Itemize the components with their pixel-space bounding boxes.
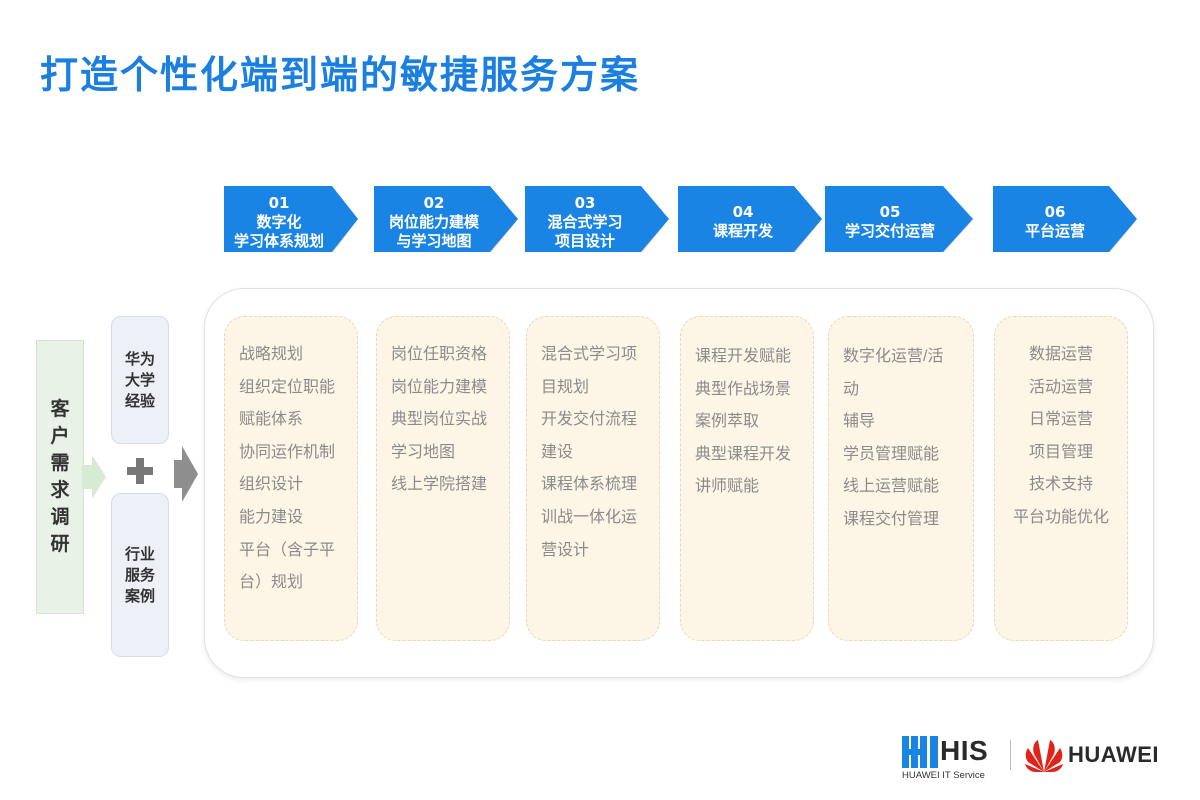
service-item: 平台功能优化 <box>1012 508 1109 526</box>
huawei-logo-text: HUAWEI <box>1068 742 1159 767</box>
step-number: 06 <box>1044 203 1066 221</box>
his-logo-icon <box>902 736 938 768</box>
green-arrow-icon <box>82 455 106 499</box>
page-title: 打造个性化端到端的敏捷服务方案 <box>40 53 641 97</box>
service-item: 岗位能力建模 <box>391 378 488 396</box>
huawei-university-label: 华为大学经验 <box>124 349 155 410</box>
step-1-arrow: 01 数字化 学习体系规划 <box>224 186 360 258</box>
step-number: 02 <box>423 193 445 212</box>
service-item: 学习地图 <box>391 443 456 461</box>
step-5-arrow: 05 学习交付运营 <box>825 186 975 258</box>
step-label: 学习交付运营 <box>844 222 935 240</box>
service-item: 课程开发赋能 <box>695 348 792 365</box>
step-label: 岗位能力建模 与学习地图 <box>388 212 479 250</box>
service-item: 典型作战场景 <box>695 380 792 398</box>
his-logo-subtitle: HUAWEI IT Service <box>902 770 985 781</box>
plus-icon <box>127 458 153 484</box>
step-number: 01 <box>268 193 290 212</box>
service-item: 课程体系梳理 <box>541 476 638 494</box>
service-card-2: 岗位任职资格 岗位能力建模 典型岗位实战 学习地图 线上学院搭建 <box>376 316 510 641</box>
step-number: 04 <box>732 203 754 221</box>
service-item: 辅导 <box>843 413 876 431</box>
service-item: 组织定位职能 <box>239 378 336 396</box>
step-label: 混合式学习 项目设计 <box>547 212 623 250</box>
customer-research-label: 客户需求调研 <box>50 398 70 555</box>
industry-cases-box: 行业服务案例 <box>111 493 169 657</box>
service-item: 日常运营 <box>1028 411 1093 429</box>
industry-cases-label: 行业服务案例 <box>124 544 155 605</box>
service-item: 线上学院搭建 <box>391 476 488 494</box>
service-item: 协同运作机制 <box>239 443 336 461</box>
logo-divider <box>1010 740 1011 770</box>
service-item: 数字化运营/活动 <box>843 348 944 398</box>
service-item: 线上运营赋能 <box>843 478 940 496</box>
service-item: 建设 <box>541 443 574 461</box>
service-item: 学员管理赋能 <box>843 445 940 463</box>
service-card-5: 数字化运营/活动 辅导 学员管理赋能 线上运营赋能 课程交付管理 <box>828 316 974 641</box>
service-item: 典型课程开发 <box>695 445 792 463</box>
service-card-6: 数据运营 活动运营 日常运营 项目管理 技术支持 平台功能优化 <box>994 316 1128 641</box>
service-item: 目规划 <box>541 378 590 396</box>
step-number: 03 <box>574 193 596 212</box>
service-card-3: 混合式学习项 目规划 开发交付流程 建设 课程体系梳理 训战一体化运 营设计 <box>526 316 660 641</box>
huawei-logo-icon <box>1025 740 1063 772</box>
service-item: 案例萃取 <box>695 413 760 431</box>
step-label: 数字化 学习体系规划 <box>233 212 324 250</box>
step-4-arrow: 04 课程开发 <box>678 186 824 258</box>
customer-research-box: 客户需求调研 <box>36 340 84 614</box>
service-item: 数据运营 <box>1028 346 1093 363</box>
service-item: 开发交付流程 <box>541 411 638 429</box>
service-item: 赋能体系 <box>239 411 304 429</box>
service-item: 岗位任职资格 <box>391 346 488 363</box>
service-item: 营设计 <box>541 541 590 559</box>
his-logo-text: HIS <box>940 735 989 766</box>
step-2-arrow: 02 岗位能力建模 与学习地图 <box>374 186 520 258</box>
service-item: 平台（含子平 <box>239 541 336 559</box>
service-item: 能力建设 <box>239 508 304 526</box>
service-item: 项目管理 <box>1028 443 1093 461</box>
step-number: 05 <box>879 203 901 221</box>
service-item: 讲师赋能 <box>695 478 760 496</box>
step-6-arrow: 06 平台运营 <box>993 186 1139 258</box>
service-item: 战略规划 <box>239 346 304 363</box>
service-item: 组织设计 <box>239 476 304 494</box>
service-card-4: 课程开发赋能 典型作战场景 案例萃取 典型课程开发 讲师赋能 <box>680 316 814 641</box>
service-item: 活动运营 <box>1028 378 1093 396</box>
service-item: 台）规划 <box>239 574 304 592</box>
step-label: 课程开发 <box>712 222 773 240</box>
step-3-arrow: 03 混合式学习 项目设计 <box>525 186 671 258</box>
service-item: 技术支持 <box>1028 476 1093 494</box>
service-item: 混合式学习项 <box>541 346 638 363</box>
service-item: 训战一体化运 <box>541 508 638 526</box>
gray-arrow-icon <box>174 446 198 502</box>
service-item: 课程交付管理 <box>843 510 940 528</box>
service-card-1: 战略规划 组织定位职能 赋能体系 协同运作机制 组织设计 能力建设 平台（含子平… <box>224 316 358 641</box>
huawei-university-box: 华为大学经验 <box>111 316 169 444</box>
service-item: 典型岗位实战 <box>391 411 488 429</box>
step-label: 平台运营 <box>1024 222 1085 240</box>
